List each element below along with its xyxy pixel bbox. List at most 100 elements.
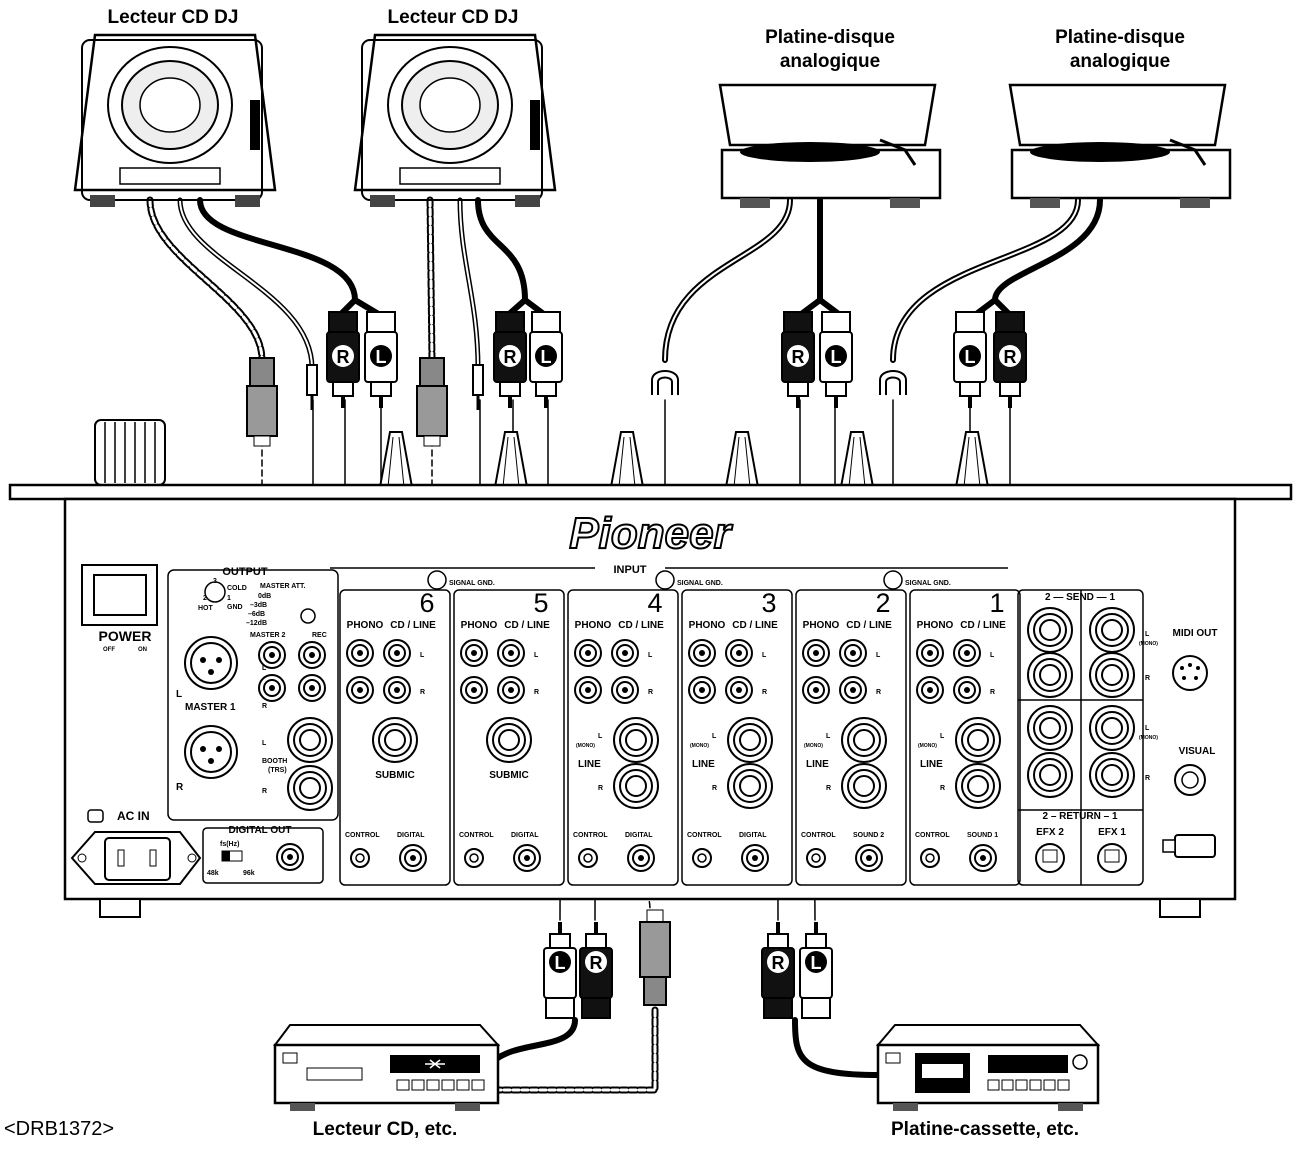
channel-panel	[795, 589, 907, 886]
plug-letter-r: R	[792, 347, 805, 367]
rca-jack[interactable]	[460, 676, 488, 704]
signal-gnd-3: SIGNAL GND.	[905, 580, 951, 587]
control-jack[interactable]	[692, 848, 712, 868]
channel-panel	[339, 589, 451, 886]
plug-letter-r: R	[1004, 347, 1017, 367]
rca-jack[interactable]	[460, 639, 488, 667]
jack-r-label: R	[420, 689, 425, 696]
rca-jack[interactable]	[497, 676, 525, 704]
rca-jack[interactable]	[953, 639, 981, 667]
digital-jack[interactable]	[969, 844, 997, 872]
master1-l: L	[176, 689, 182, 700]
line-r-jack[interactable]	[727, 763, 773, 809]
rca-jack[interactable]	[383, 639, 411, 667]
power-off-label: OFF	[103, 647, 115, 653]
control-jack[interactable]	[806, 848, 826, 868]
rca-jack[interactable]	[346, 639, 374, 667]
efx2-label: EFX 2	[1036, 827, 1064, 838]
booth-trs: (TRS)	[268, 767, 287, 774]
rca-jack[interactable]	[916, 639, 944, 667]
rca-jack[interactable]	[839, 639, 867, 667]
cassette-deck	[875, 1024, 1101, 1111]
rca-jack[interactable]	[574, 639, 602, 667]
control-jack[interactable]	[920, 848, 940, 868]
channel-number: 4	[647, 588, 662, 618]
plug-letter-r: R	[772, 953, 785, 973]
rca-jack[interactable]	[611, 639, 639, 667]
rca-jack[interactable]	[346, 676, 374, 704]
control-jack[interactable]	[350, 848, 370, 868]
line-label: LINE	[578, 759, 601, 770]
digital-jack[interactable]	[513, 844, 541, 872]
pin-3: 3	[213, 578, 217, 585]
rca-jack[interactable]	[383, 676, 411, 704]
att-6db: –6dB	[248, 611, 265, 618]
input-title: INPUT	[614, 564, 647, 576]
rca-jack[interactable]	[688, 639, 716, 667]
submic-jack[interactable]	[486, 717, 532, 763]
rca-jack[interactable]	[839, 676, 867, 704]
att-3db: –3dB	[250, 602, 267, 609]
cd-player	[273, 1024, 501, 1111]
mono-label: (MONO)	[804, 743, 823, 749]
fs-96k: 96k	[243, 870, 255, 877]
page-code: <DRB1372>	[4, 1118, 115, 1140]
visual-label: VISUAL	[1179, 746, 1216, 757]
rca-jack[interactable]	[953, 676, 981, 704]
plugs-bottom: L R R L	[542, 909, 834, 1020]
channel-panel	[453, 589, 565, 886]
rca-jack[interactable]	[688, 676, 716, 704]
digital-jack[interactable]	[741, 844, 769, 872]
digital-label: SOUND 2	[853, 832, 884, 839]
control-jack[interactable]	[464, 848, 484, 868]
jack-l-label: L	[534, 652, 539, 659]
rca-jack[interactable]	[725, 639, 753, 667]
booth-label: BOOTH	[262, 758, 287, 765]
rca-jack[interactable]	[574, 676, 602, 704]
rca-jack[interactable]	[497, 639, 525, 667]
rca-jack[interactable]	[611, 676, 639, 704]
digital-jack[interactable]	[399, 844, 427, 872]
master2-l: L	[262, 665, 267, 672]
rca-jack[interactable]	[916, 676, 944, 704]
line-r-jack[interactable]	[613, 763, 659, 809]
line-label: LINE	[806, 759, 829, 770]
control-label: CONTROL	[801, 832, 836, 839]
plug-letter-l: L	[541, 347, 552, 367]
line-r-label: R	[598, 785, 603, 792]
control-jack[interactable]	[578, 848, 598, 868]
cd-line-label: CD / LINE	[390, 620, 436, 631]
line-l-jack[interactable]	[955, 717, 1001, 763]
submic-label: SUBMIC	[489, 770, 528, 781]
cd-line-label: CD / LINE	[618, 620, 664, 631]
rca-jack[interactable]	[802, 639, 830, 667]
line-l-jack[interactable]	[727, 717, 773, 763]
line-r-jack[interactable]	[955, 763, 1001, 809]
return-r: R	[1145, 775, 1150, 782]
digital-label: DIGITAL	[397, 832, 425, 839]
jack-r-label: R	[648, 689, 653, 696]
power-label: POWER	[99, 628, 152, 644]
rca-jack[interactable]	[802, 676, 830, 704]
line-r-jack[interactable]	[841, 763, 887, 809]
cd-line-label: CD / LINE	[732, 620, 778, 631]
line-l-jack[interactable]	[841, 717, 887, 763]
control-label: CONTROL	[459, 832, 494, 839]
turntable-left	[718, 83, 942, 208]
channel-number: 1	[989, 588, 1004, 618]
turntable-left-label: Platine-disque analogique	[765, 27, 895, 72]
rca-jack[interactable]	[725, 676, 753, 704]
send-mono: (MONO)	[1139, 641, 1158, 647]
pin-hot: HOT	[198, 605, 214, 612]
signal-gnd-1: SIGNAL GND.	[449, 580, 495, 587]
brand-logo: Pioneer	[569, 509, 733, 558]
digital-jack[interactable]	[627, 844, 655, 872]
line-l-jack[interactable]	[613, 717, 659, 763]
cdj-right	[353, 33, 557, 207]
jack-l-label: L	[990, 652, 995, 659]
rec-label: REC	[312, 632, 327, 639]
return-l: L	[1145, 725, 1150, 732]
submic-jack[interactable]	[372, 717, 418, 763]
digital-jack[interactable]	[855, 844, 883, 872]
